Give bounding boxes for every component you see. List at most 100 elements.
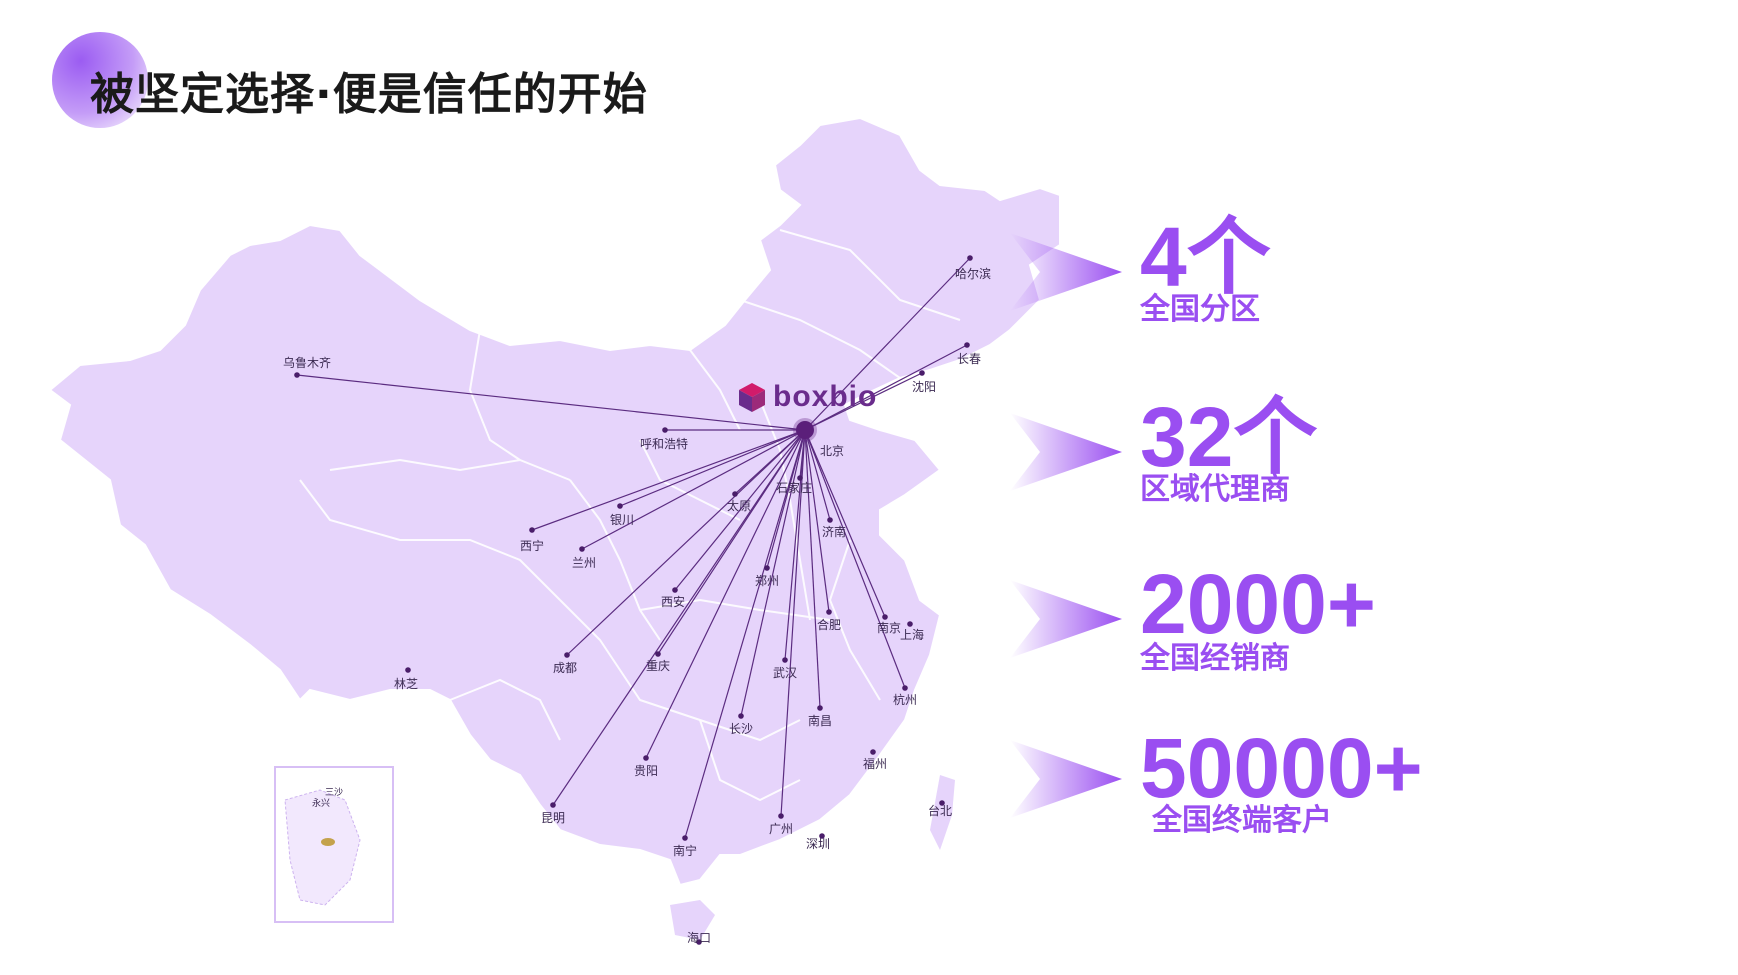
city-dot (964, 342, 970, 348)
route-line (684, 429, 806, 839)
city-dot (870, 749, 876, 755)
route-line (296, 374, 806, 431)
page-title: 被坚定选择·便是信任的开始 (90, 69, 648, 120)
city-label: 乌鲁木齐 (283, 355, 331, 370)
stat-label: 全国分区 (1140, 292, 1260, 327)
city-label: 福州 (863, 756, 887, 771)
inset-label: 永兴 (312, 797, 330, 809)
route-line (740, 429, 806, 717)
stat-value: 4个 (1140, 210, 1271, 304)
city-dot (564, 652, 570, 658)
arrow-right-icon (1010, 413, 1122, 491)
city-dot (682, 835, 688, 841)
route-line (674, 429, 806, 591)
city-dot (662, 427, 668, 433)
china-mainland-shape (48, 116, 1061, 887)
hainan-island (670, 900, 715, 940)
city-label: 长沙 (729, 722, 753, 736)
arrow-right-icon (1010, 233, 1122, 311)
city-label: 北京 (820, 444, 844, 458)
city-dot (907, 621, 913, 627)
city-label: 兰州 (572, 556, 596, 570)
city-label: 南京 (877, 620, 901, 635)
route-line (780, 429, 806, 817)
city-label: 武汉 (773, 666, 797, 680)
city-dot (882, 614, 888, 620)
city-dot (967, 255, 973, 261)
city-dot (782, 657, 788, 663)
title-decoration-circle (52, 32, 148, 128)
city-label: 长春 (957, 352, 981, 366)
province-borders (299, 229, 961, 802)
city-label: 林芝 (394, 676, 418, 691)
city-label: 成都 (553, 661, 577, 675)
route-lines (296, 257, 971, 839)
city-label: 郑州 (755, 573, 779, 588)
city-label: 昆明 (541, 811, 565, 825)
route-line (784, 429, 806, 661)
route-line (804, 429, 830, 613)
route-line (552, 429, 806, 806)
city-label: 哈尔滨 (955, 266, 991, 281)
city-dot (550, 802, 556, 808)
city-label: 济南 (822, 524, 846, 539)
city-label: 南宁 (673, 843, 697, 858)
inset-label: 三沙 (325, 787, 343, 798)
city-dot (529, 527, 535, 533)
stat-value: 50000+ (1140, 721, 1423, 815)
city-dot (672, 587, 678, 593)
city-dot (617, 503, 623, 509)
city-dot (655, 651, 661, 657)
city-label: 石家庄 (776, 480, 812, 495)
city-label: 广州 (769, 822, 793, 836)
stat-value: 32个 (1140, 390, 1318, 484)
route-line (804, 429, 821, 709)
city-label: 杭州 (893, 692, 917, 707)
stat-value: 2000+ (1140, 557, 1376, 651)
stat-label: 区域代理商 (1140, 472, 1290, 507)
route-line (804, 429, 906, 689)
city-label: 深圳 (806, 837, 830, 851)
city-dot (902, 685, 908, 691)
city-label: 沈阳 (912, 379, 936, 394)
city-label: 呼和浩特 (640, 436, 688, 451)
route-line (645, 429, 806, 759)
city-dot (939, 800, 945, 806)
city-label: 西安 (661, 594, 685, 609)
city-dot (778, 813, 784, 819)
stat-label: 全国终端客户 (1152, 803, 1332, 838)
route-line (804, 372, 923, 431)
route-line (804, 344, 968, 431)
city-dot (696, 939, 702, 945)
hub-marker-beijing (793, 418, 817, 442)
city-dot (827, 517, 833, 523)
route-line (804, 429, 831, 521)
arrow-right-icon (1010, 580, 1122, 658)
city-label: 海口 (687, 930, 711, 945)
stat-label: 全国经销商 (1140, 641, 1290, 676)
city-label: 重庆 (646, 659, 670, 673)
brand-name: boxbio (773, 380, 878, 413)
city-dot (732, 491, 738, 497)
city-dot (738, 713, 744, 719)
city-label: 合肥 (817, 617, 841, 632)
south-china-sea-inset: 三沙 永兴 (274, 766, 394, 923)
arrow-right-icon (1010, 740, 1122, 818)
city-markers (294, 255, 973, 945)
city-dot (819, 833, 825, 839)
city-dot (405, 667, 411, 673)
route-line (804, 257, 971, 431)
city-label: 银川 (610, 513, 634, 527)
city-labels: 哈尔滨长春沈阳乌鲁木齐呼和浩特石家庄太原银川西宁兰州济南郑州西安合肥南京上海成都… (283, 266, 991, 945)
cube-logo-icon (739, 383, 765, 412)
city-label: 南昌 (808, 713, 832, 728)
city-label: 太原 (727, 498, 751, 513)
route-line (581, 429, 806, 550)
city-label: 台北 (928, 803, 952, 818)
city-label: 贵阳 (634, 764, 658, 778)
city-dot (919, 370, 925, 376)
city-dot (643, 755, 649, 761)
taiwan-island (930, 775, 955, 850)
route-line (619, 429, 806, 507)
